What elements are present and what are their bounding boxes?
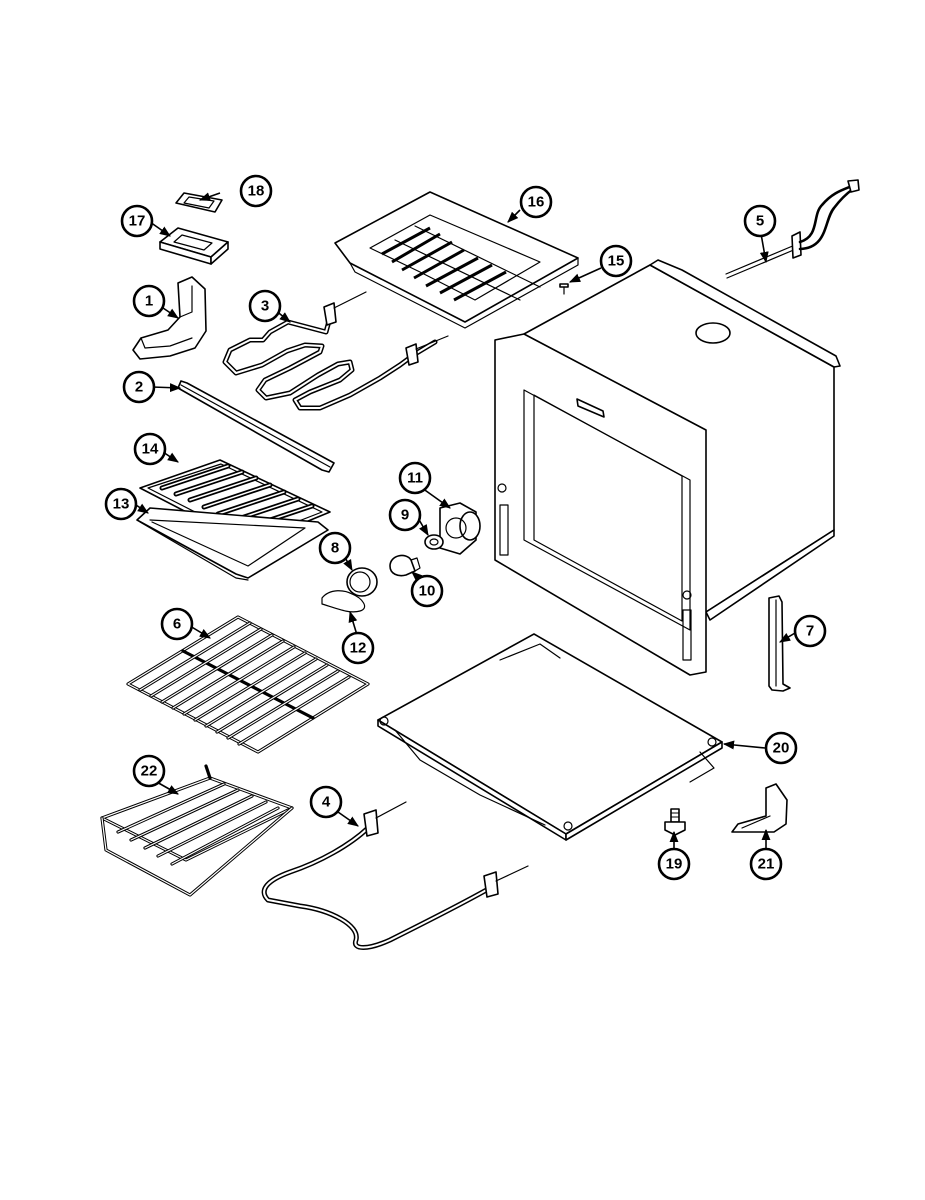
callout-label-7: 7 [806,623,814,640]
callout-label-22: 22 [141,763,158,780]
callout-8: 8 [318,531,352,565]
callout-label-9: 9 [401,507,409,524]
callout-6: 6 [160,607,194,641]
oven-cavity [494,259,841,676]
callout-label-18: 18 [248,183,265,200]
callout-21: 21 [749,847,783,881]
callout-22: 22 [132,754,166,788]
callout-label-6: 6 [173,616,181,633]
callout-label-4: 4 [322,794,331,811]
part-9-socket [424,534,444,550]
part-12-gasket [321,590,366,613]
part-15-screw [559,283,569,295]
part-4-bake-element [261,801,529,950]
callout-14: 14 [133,432,167,466]
callout-2: 2 [122,370,156,404]
callout-label-13: 13 [113,496,130,513]
part-8-lens-cover [346,567,378,597]
callout-5: 5 [743,204,777,238]
part-19-leveling-leg [664,808,686,836]
part-22-broil-rack [100,764,294,897]
part-20-oven-bottom [377,633,723,841]
callout-label-3: 3 [261,298,269,315]
part-6-oven-rack [126,615,370,754]
part-11-light-housing [439,502,481,555]
callout-12: 12 [341,631,375,665]
callout-19: 19 [657,847,691,881]
part-1-vent-duct [132,276,207,360]
part-5-sensor [725,179,860,279]
callout-label-8: 8 [331,540,339,557]
callout-1: 1 [132,284,166,318]
callout-label-21: 21 [758,856,775,873]
callout-4: 4 [309,785,343,819]
callout-label-19: 19 [666,856,683,873]
part-3-broil-element [222,291,449,411]
callout-label-20: 20 [773,740,790,757]
callout-label-14: 14 [142,441,159,458]
callout-7: 7 [793,614,827,648]
part-21-bracket [731,783,788,833]
callout-label-10: 10 [419,583,436,600]
callout-15: 15 [599,244,633,278]
part-7-side-trim [768,595,791,692]
callout-10: 10 [410,574,444,608]
callout-9: 9 [388,498,422,532]
callout-label-1: 1 [145,293,153,310]
callout-label-5: 5 [756,213,764,230]
callout-3: 3 [248,289,282,323]
callout-label-16: 16 [528,194,545,211]
callout-label-2: 2 [135,379,143,396]
part-2-bracket-strip [177,380,335,473]
callout-label-17: 17 [129,213,146,230]
callout-18: 18 [239,174,273,208]
part-18-gasket [175,192,223,213]
part-10-bulb [389,554,421,577]
part-16-broil-pan [334,191,579,329]
callout-11: 11 [398,461,432,495]
part-17-vent-cap [159,227,229,265]
callout-label-15: 15 [608,253,625,270]
callout-label-12: 12 [350,640,367,657]
callout-label-11: 11 [407,470,423,487]
callout-17: 17 [120,204,154,238]
callout-20: 20 [764,731,798,765]
part-13-broil-pan [136,507,329,581]
callout-13: 13 [104,487,138,521]
callout-16: 16 [519,185,553,219]
